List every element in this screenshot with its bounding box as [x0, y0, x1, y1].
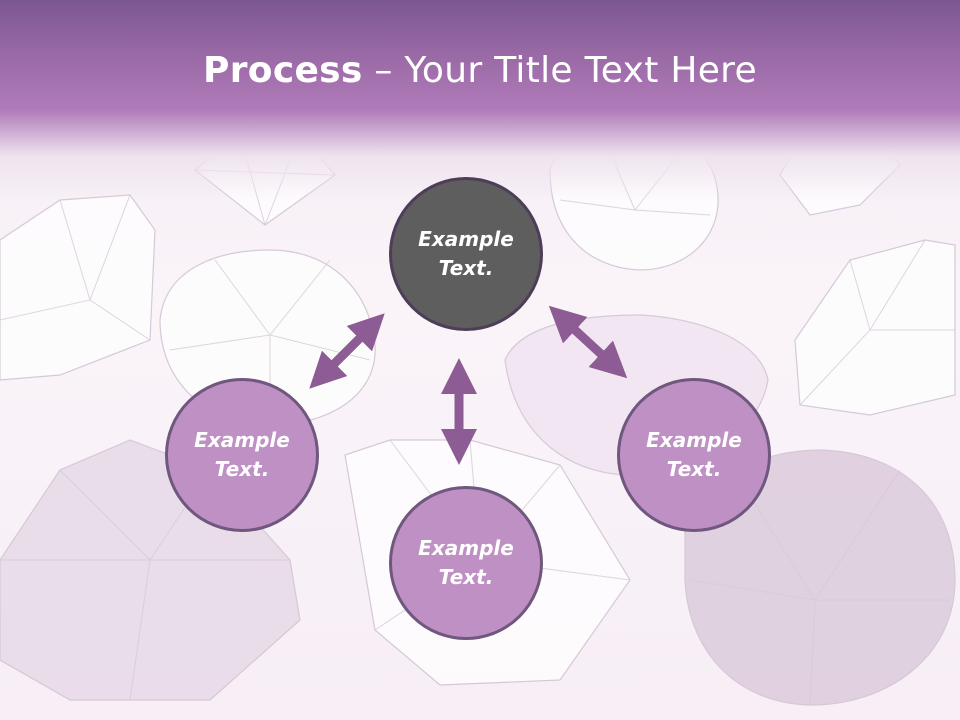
process-node-top[interactable]: Example Text.	[389, 177, 543, 331]
node-text: Example Text.	[406, 225, 526, 283]
process-node-right[interactable]: Example Text.	[617, 378, 771, 532]
node-text: Example Text.	[406, 534, 526, 592]
title-bold: Process	[203, 50, 363, 91]
title-rest: – Your Title Text Here	[362, 50, 757, 91]
node-line-1: Example	[646, 428, 742, 452]
node-line-2: Text.	[438, 565, 494, 589]
slide-title[interactable]: Process – Your Title Text Here	[0, 50, 960, 91]
node-line-2: Text.	[666, 457, 722, 481]
node-line-2: Text.	[438, 256, 494, 280]
process-node-left[interactable]: Example Text.	[165, 378, 319, 532]
process-node-bottom[interactable]: Example Text.	[389, 486, 543, 640]
node-text: Example Text.	[182, 426, 302, 484]
node-line-1: Example	[418, 227, 514, 251]
node-text: Example Text.	[634, 426, 754, 484]
title-band	[0, 0, 960, 200]
node-line-1: Example	[418, 536, 514, 560]
node-line-1: Example	[194, 428, 290, 452]
node-line-2: Text.	[214, 457, 270, 481]
